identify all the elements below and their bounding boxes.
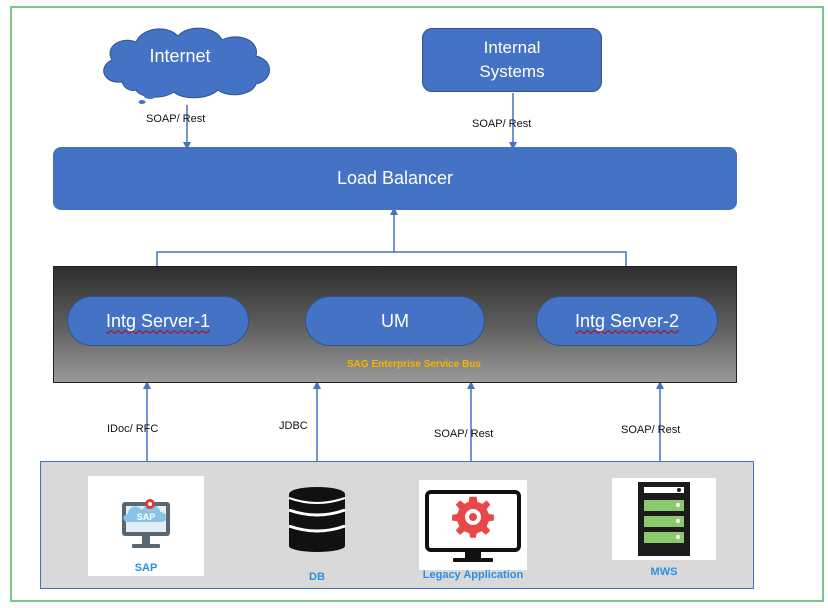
legacy-system [419,480,527,570]
sap-protocol-label: IDoc/ RFC [107,423,159,435]
mws-system [612,478,716,560]
intg-server-1-label: Intg Server-1 [105,310,211,331]
mws-label: MWS [650,566,678,578]
db-protocol-label: JDBC [279,420,308,432]
um-label: UM [381,310,409,331]
internal-systems-line1: Internal [483,38,541,57]
legacy-protocol-label: SOAP/ Rest [434,428,494,440]
internal-protocol-label: SOAP/ Rest [472,118,532,130]
intg-server-2-node: Intg Server-2 [536,296,718,346]
cloud-icon [103,27,270,104]
mws-protocol-label: SOAP/ Rest [621,424,681,436]
internal-systems-node: Internal Systems [422,28,602,92]
internet-protocol-label: SOAP/ Rest [146,113,206,125]
internal-systems-line2: Systems [479,62,545,81]
legacy-application-label: Legacy Application [422,569,524,581]
esb-label: SAG Enterprise Service Bus [347,359,481,370]
db-label: DB [309,571,325,583]
database-icon [288,487,346,552]
load-balancer-label: Load Balancer [336,168,454,188]
internet-label: Internet [149,46,211,66]
intg-server-2-label: Intg Server-2 [574,310,680,331]
sap-cloud-monitor-icon: SAP [122,499,170,548]
intg-server-1-node: Intg Server-1 [67,296,249,346]
diagram-frame [10,6,824,602]
sap-system: SAP [88,476,204,576]
um-node: UM [305,296,485,346]
server-rack-icon [638,482,690,556]
load-balancer-node: Load Balancer [53,147,737,210]
gear-monitor-icon [425,490,521,562]
svg-text:SAP: SAP [137,512,156,522]
sap-label: SAP [134,562,158,574]
